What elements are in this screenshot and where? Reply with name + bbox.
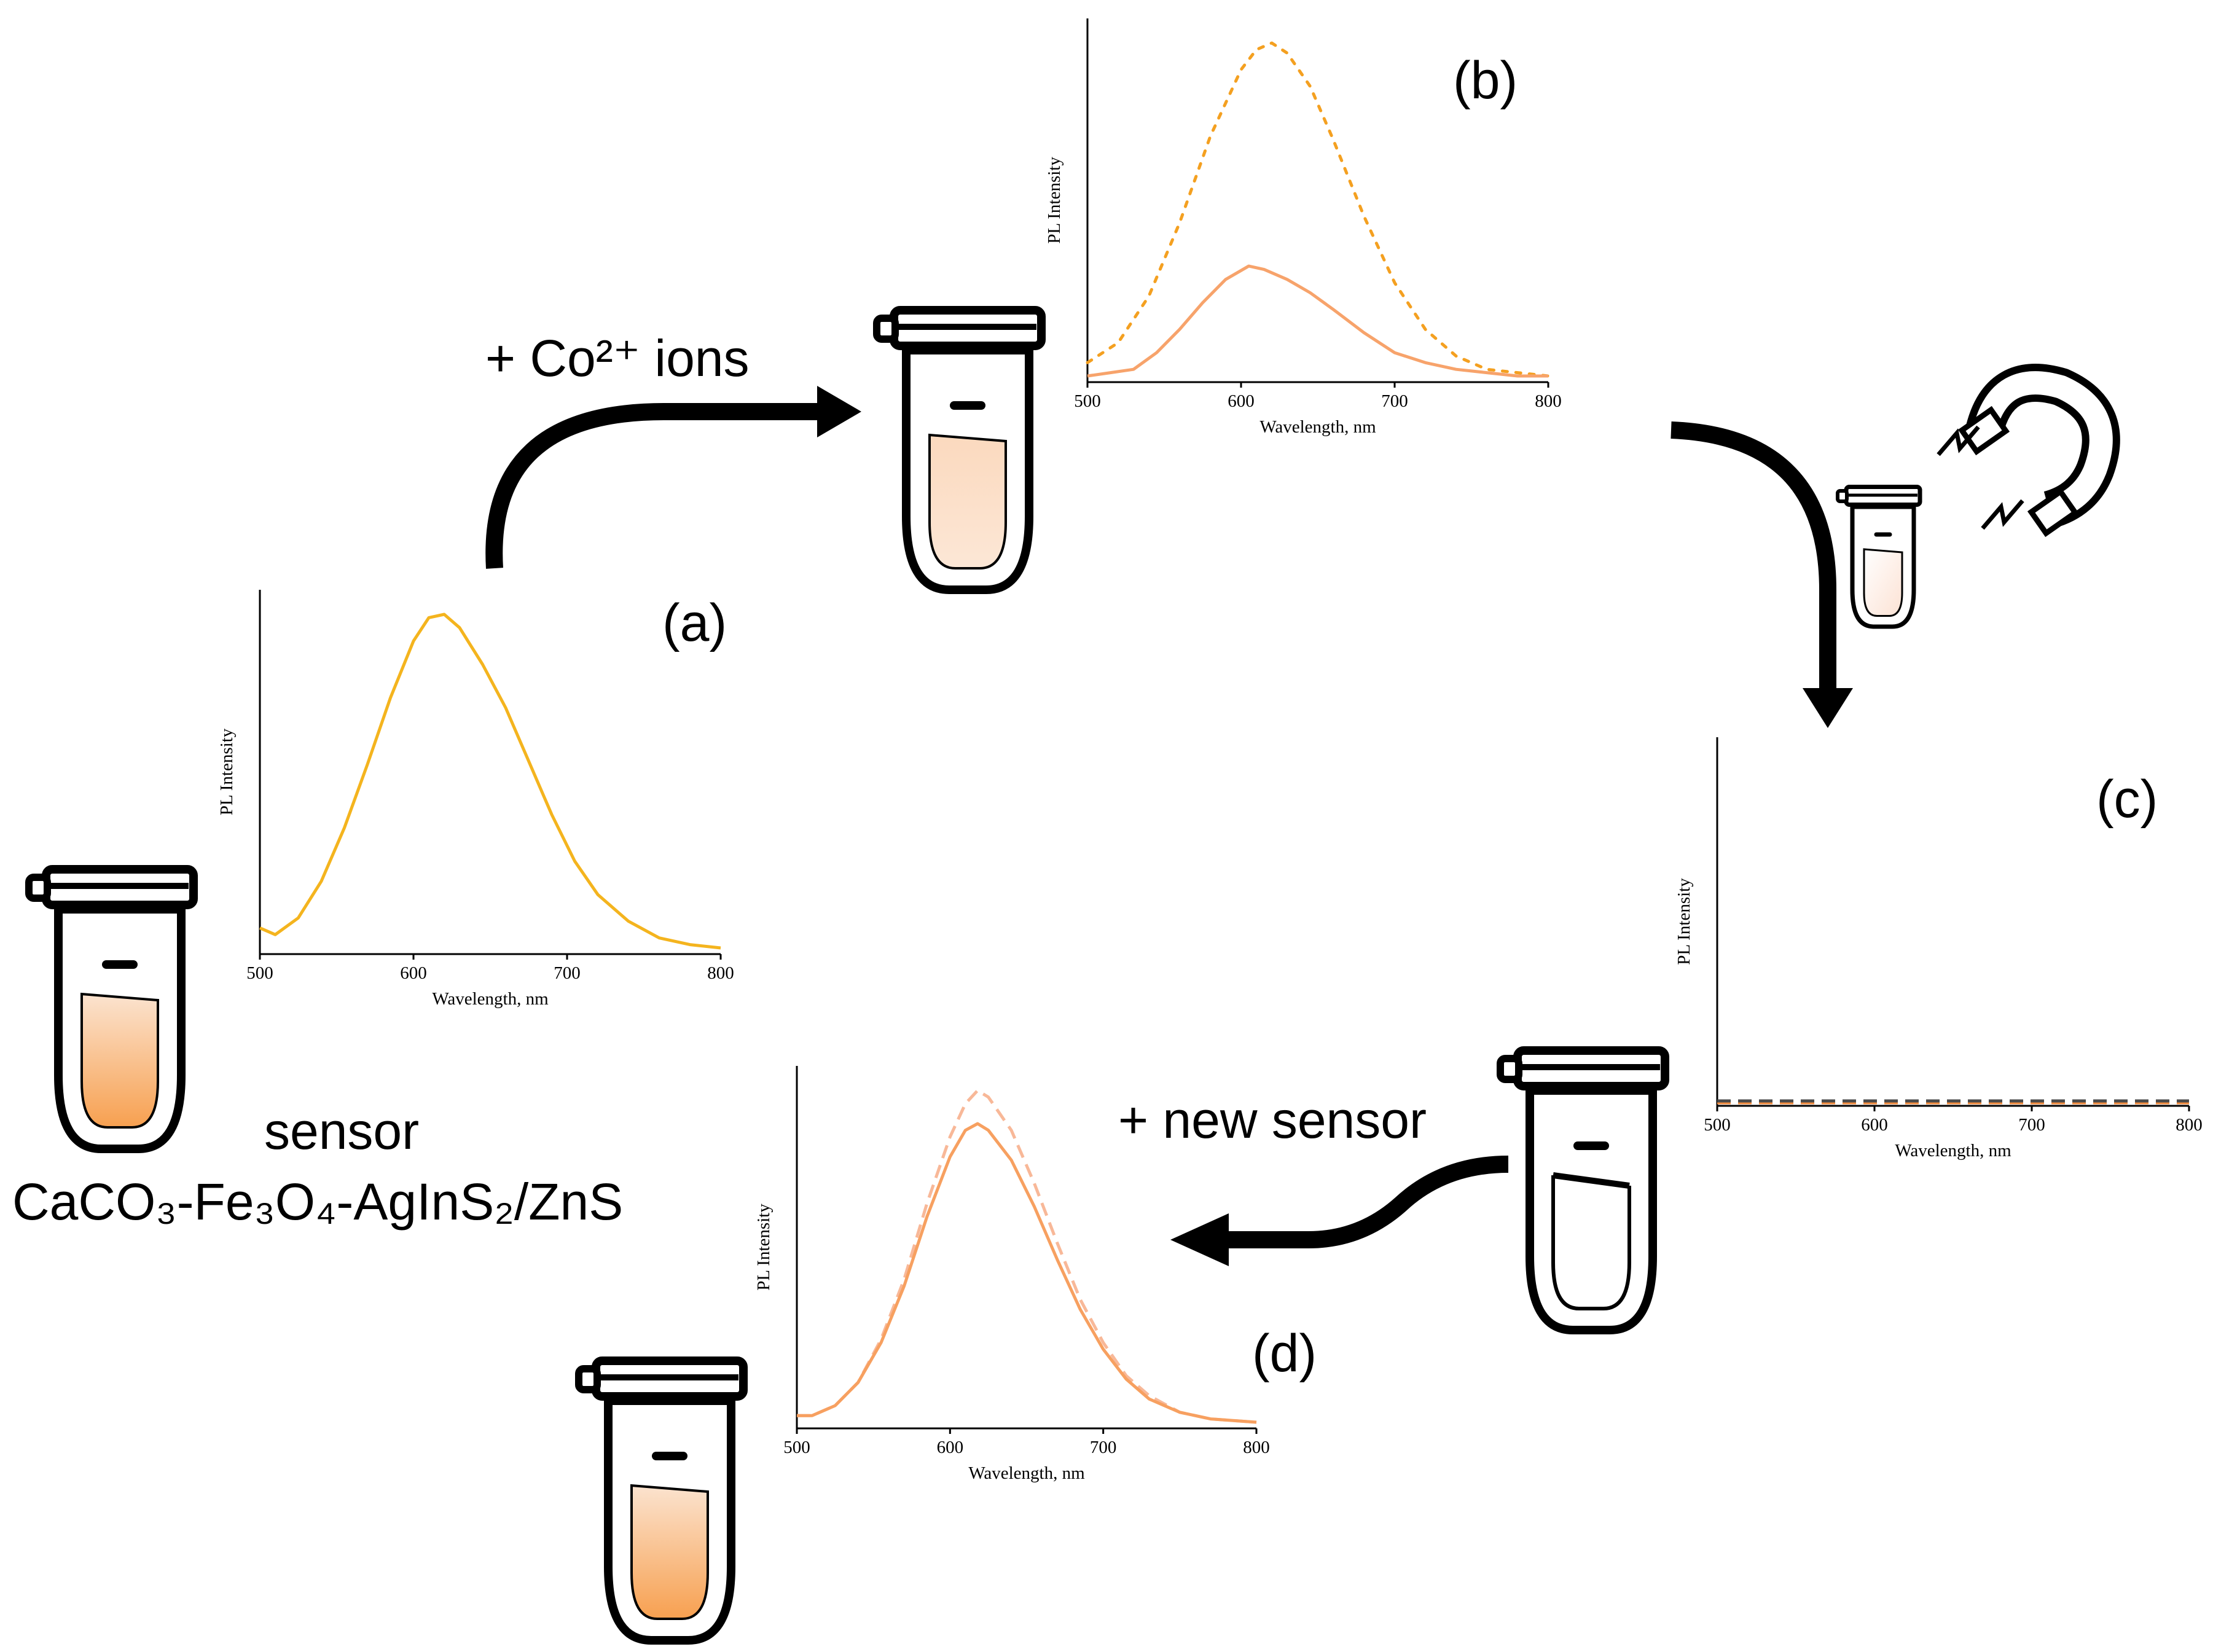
x-axis-label-a: Wavelength, nm: [432, 989, 549, 1009]
series-line-d-2: [797, 1122, 1257, 1424]
x-axis-label-c: Wavelength, nm: [1895, 1141, 2011, 1161]
panel-label-a: (a): [662, 593, 727, 652]
tube-icon: [877, 310, 1041, 590]
x-tick-label-c: 600: [1861, 1115, 1888, 1135]
x-tick-label-b: 800: [1535, 391, 1562, 411]
tube-icon: [29, 869, 194, 1149]
tube-icon: [1500, 1051, 1665, 1330]
x-tick-label-c: 700: [2018, 1115, 2045, 1135]
y-axis-label-a: PL Intensity: [217, 728, 237, 815]
sensor-material-label: CaCO₃-Fe₃O₄-AgInS₂/ZnS: [12, 1173, 623, 1231]
arrow-c-to-d: [1170, 1156, 1509, 1266]
x-tick-label-d: 700: [1090, 1438, 1117, 1457]
x-tick-label-a: 600: [400, 963, 427, 983]
series-line-a-1: [259, 613, 721, 950]
magnet-icon: [1937, 364, 2120, 538]
series-line-b-2: [1087, 264, 1548, 378]
series-line-b-1: [1086, 41, 1550, 378]
x-axis-label-d: Wavelength, nm: [968, 1463, 1085, 1483]
x-tick-label-b: 700: [1381, 391, 1408, 411]
x-tick-label-b: 500: [1074, 391, 1101, 411]
x-tick-label-a: 800: [707, 963, 734, 983]
x-tick-label-c: 500: [1704, 1115, 1731, 1135]
tube-icon: [1838, 487, 1920, 627]
arrow-a-to-b: [485, 386, 861, 569]
x-tick-label-a: 700: [554, 963, 581, 983]
sensor-label: sensor: [264, 1102, 419, 1160]
y-axis-label-c: PL Intensity: [1674, 878, 1694, 965]
x-tick-label-c: 800: [2176, 1115, 2203, 1135]
x-tick-label-a: 500: [246, 963, 273, 983]
add-new-sensor-label: + new sensor: [1118, 1091, 1427, 1149]
x-tick-label-b: 600: [1228, 391, 1255, 411]
arrow-b-to-c: [1671, 421, 1853, 728]
tube-icon: [579, 1361, 743, 1640]
panel-label-c: (c): [2096, 770, 2158, 829]
y-axis-label-d: PL Intensity: [754, 1204, 774, 1291]
add-ions-label: + Co²⁺ ions: [485, 329, 750, 387]
y-axis-label-b: PL Intensity: [1044, 157, 1064, 244]
x-axis-label-b: Wavelength, nm: [1259, 417, 1376, 437]
x-tick-label-d: 500: [783, 1438, 810, 1457]
x-tick-label-d: 800: [1243, 1438, 1270, 1457]
panel-label-b: (b): [1453, 51, 1518, 110]
x-tick-label-d: 600: [937, 1438, 964, 1457]
panel-label-d: (d): [1252, 1324, 1317, 1383]
